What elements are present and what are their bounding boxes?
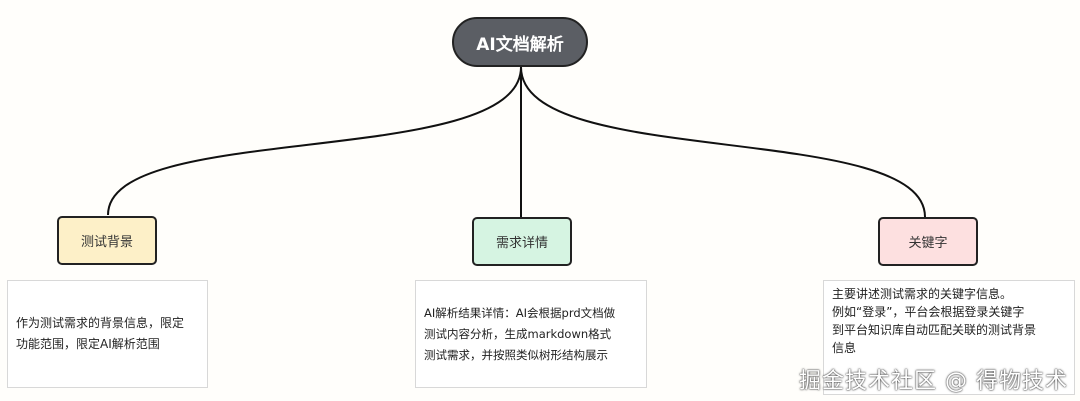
- connector-right: [520, 66, 926, 218]
- description-requirement-details: AI解析结果详情：AI会根据prd文档做 测试内容分析，生成markdown格式…: [415, 280, 647, 388]
- node-test-background: 测试背景: [57, 216, 157, 265]
- connector-left: [107, 66, 522, 216]
- description-line: 到平台知识库自动匹配关联的测试背景: [832, 323, 1037, 337]
- description-keywords: 主要讲述测试需求的关键字信息。 例如“登录”，平台会根据登录关键字 到平台知识库…: [823, 280, 1075, 395]
- description-line: 例如“登录”，平台会根据登录关键字: [832, 305, 1025, 319]
- root-node: AI文档解析: [452, 17, 588, 67]
- watermark: 掘金技术社区 @ 得物技术: [799, 369, 1068, 394]
- description-line: 功能范围，限定AI解析范围: [16, 337, 160, 351]
- description-line: 测试需求，并按照类似树形结构展示: [424, 347, 608, 362]
- node-keywords: 关键字: [878, 217, 978, 266]
- description-test-background: 作为测试需求的背景信息，限定 功能范围，限定AI解析范围: [7, 280, 208, 388]
- node-requirement-details: 需求详情: [472, 217, 572, 266]
- description-line: 信息: [832, 341, 857, 355]
- description-line: 测试内容分析，生成markdown格式: [424, 326, 612, 341]
- description-line: 主要讲述测试需求的关键字信息。: [832, 287, 1013, 301]
- description-line: 作为测试需求的背景信息，限定: [16, 316, 185, 330]
- description-line: AI解析结果详情：AI会根据prd文档做: [424, 305, 616, 320]
